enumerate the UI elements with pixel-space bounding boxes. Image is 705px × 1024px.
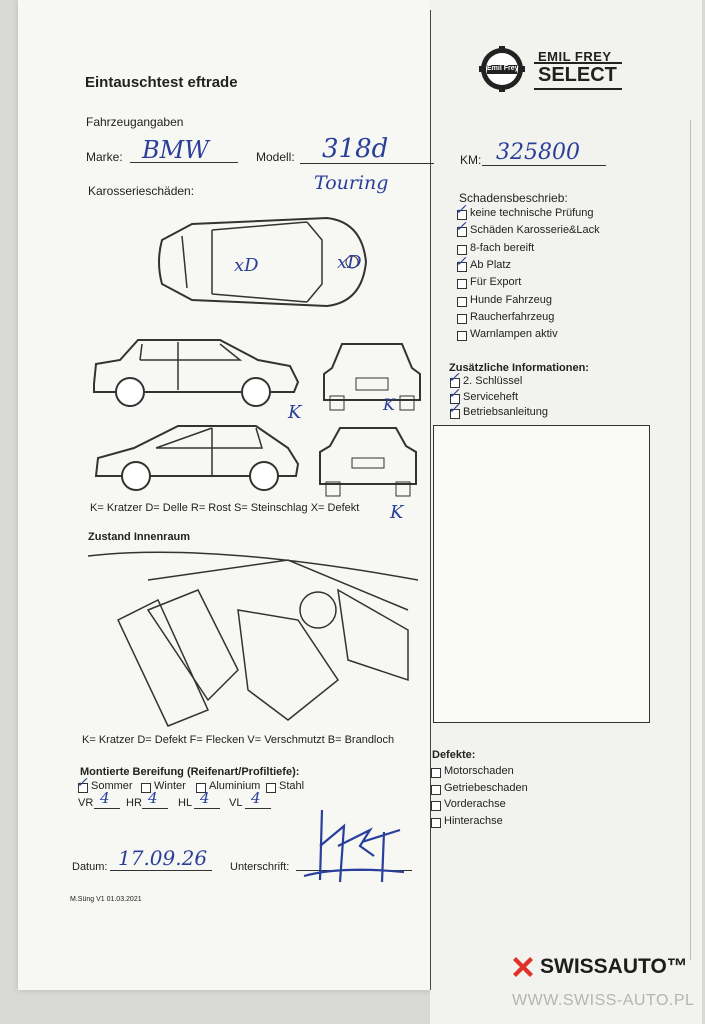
damage-item-label: Hunde Fahrzeug (470, 293, 552, 306)
tire-option-label: Sommer (91, 780, 133, 792)
damage-item-checkbox[interactable] (457, 279, 467, 290)
damage-item-label: Warnlampen aktiv (470, 328, 558, 341)
column-divider (430, 10, 431, 990)
info-item-label: Serviceheft (463, 390, 519, 403)
tire-option-label: Winter (154, 780, 186, 792)
damage-item-label: Für Export (470, 276, 522, 289)
gear-logo-icon (479, 46, 525, 92)
damage-mark: xD (337, 252, 362, 273)
damage-mark: K (390, 502, 404, 523)
swissauto-cross-icon (513, 957, 533, 977)
tire-depth-value[interactable]: 4 (100, 789, 110, 807)
body-damage-legend: K= Kratzer D= Delle R= Rost S= Steinschl… (90, 502, 360, 514)
info-item-label: Betriebsanleitung (463, 406, 549, 418)
defect-item-checkbox[interactable] (431, 768, 441, 778)
car-rear-view-drawing (319, 427, 417, 497)
tire-option-checkbox[interactable] (78, 783, 88, 793)
car-side-view-right-drawing (93, 339, 300, 407)
damage-mark: xD (234, 255, 259, 276)
defect-item-checkbox[interactable] (431, 817, 441, 828)
damage-item-label: keine technische Prüfung (470, 207, 594, 219)
km-value[interactable]: 325800 (496, 140, 580, 165)
damage-item-checkbox[interactable] (457, 227, 467, 238)
tire-position-label: VR (78, 797, 94, 809)
damage-mark: K (383, 395, 395, 414)
check-mark-icon: ✓ (76, 775, 88, 791)
info-item-label: 2. Schlüssel (463, 375, 523, 387)
damage-item-checkbox[interactable] (457, 210, 467, 220)
damage-item-label: 8-fach bereift (470, 241, 535, 254)
form-version: M.Süng V1 01.03.2021 (70, 896, 142, 903)
damage-item-checkbox[interactable] (457, 296, 467, 307)
car-top-view-drawing (158, 216, 368, 308)
tire-option-label: Aluminium (209, 780, 261, 792)
damage-mark: K (288, 402, 302, 423)
notes-box[interactable] (433, 425, 650, 723)
damage-item-checkbox[interactable] (457, 261, 467, 272)
handwritten-signature[interactable] (300, 806, 410, 886)
check-mark-icon: ✓ (455, 202, 467, 218)
car-interior-drawing (88, 551, 418, 727)
tire-depth-value[interactable]: 4 (148, 789, 158, 807)
car-front-view-drawing (323, 343, 421, 411)
model-value[interactable]: 318d (322, 134, 389, 164)
tire-position-label: VL (229, 797, 243, 809)
make-label: Marke: (86, 150, 123, 164)
emil-frey-logo: Emil Frey EMIL FREY SELECT (478, 45, 624, 93)
damage-item-checkbox[interactable] (457, 244, 467, 255)
body-damage-section-label: Karosserieschäden: (88, 184, 195, 198)
km-label: KM: (460, 153, 482, 167)
tire-position-label: HL (178, 797, 193, 809)
watermark-url: WWW.SWISS-AUTO.PL (512, 992, 695, 1009)
interior-section-label: Zustand Innenraum (88, 531, 191, 543)
tire-option-label: Stahl (279, 780, 305, 792)
tire-option-checkbox[interactable] (141, 783, 151, 793)
info-item-checkbox[interactable] (450, 378, 460, 388)
damage-item-label: Raucherfahrzeug (470, 310, 555, 323)
defect-item-checkbox[interactable] (431, 784, 441, 795)
additional-info-section-label: Zusätzliche Informationen: (449, 362, 589, 374)
check-mark-icon: ✓ (448, 385, 460, 402)
damage-description-section-label: Schadensbeschrieb: (459, 191, 568, 205)
damage-item-checkbox[interactable] (457, 331, 467, 342)
watermark-brand: SWISSAUTO™ (540, 955, 688, 978)
signature-label: Unterschrift: (230, 861, 290, 873)
defect-item-label: Getriebeschaden (444, 781, 528, 794)
tire-depth-value[interactable]: 4 (200, 789, 210, 807)
date-value[interactable]: 17.09.26 (118, 846, 208, 870)
defect-item-label: Vorderachse (444, 798, 506, 810)
car-side-view-left-drawing (94, 425, 300, 491)
tires-section-label: Montierte Bereifung (Reifenart/Profiltie… (80, 766, 300, 778)
defect-item-label: Hinterachse (444, 814, 503, 827)
model-value-line2[interactable]: Touring (314, 172, 389, 194)
defect-item-label: Motorschaden (444, 765, 514, 777)
damage-item-checkbox[interactable] (457, 313, 467, 324)
logo-brand-line1: EMIL FREY (538, 49, 612, 64)
vehicle-section-label: Fahrzeugangaben (86, 115, 184, 129)
damage-item-label: Ab Platz (470, 258, 511, 271)
tire-depth-value[interactable]: 4 (251, 789, 261, 807)
damage-item-label: Schäden Karosserie&Lack (470, 224, 600, 237)
check-mark-icon: ✓ (455, 253, 467, 270)
tire-option-checkbox[interactable] (266, 783, 276, 793)
model-label: Modell: (256, 150, 295, 164)
tire-position-label: HR (126, 797, 142, 809)
defect-item-checkbox[interactable] (431, 801, 441, 811)
check-mark-icon: ✓ (448, 401, 460, 417)
make-value[interactable]: BMW (142, 136, 209, 164)
logo-brand-line2: SELECT (538, 64, 617, 86)
logo-badge-text: Emil Frey (487, 65, 519, 72)
info-item-checkbox[interactable] (450, 393, 460, 404)
date-label: Datum: (72, 861, 108, 873)
check-mark-icon: ✓ (455, 219, 467, 236)
sheet-edge (690, 120, 691, 960)
interior-legend: K= Kratzer D= Defekt F= Flecken V= Versc… (82, 734, 395, 746)
form-title: Eintauschtest eftrade (85, 74, 238, 91)
defects-section-label: Defekte: (432, 749, 476, 761)
tire-option-checkbox[interactable] (196, 783, 206, 793)
check-mark-icon: ✓ (448, 370, 460, 386)
info-item-checkbox[interactable] (450, 409, 460, 419)
